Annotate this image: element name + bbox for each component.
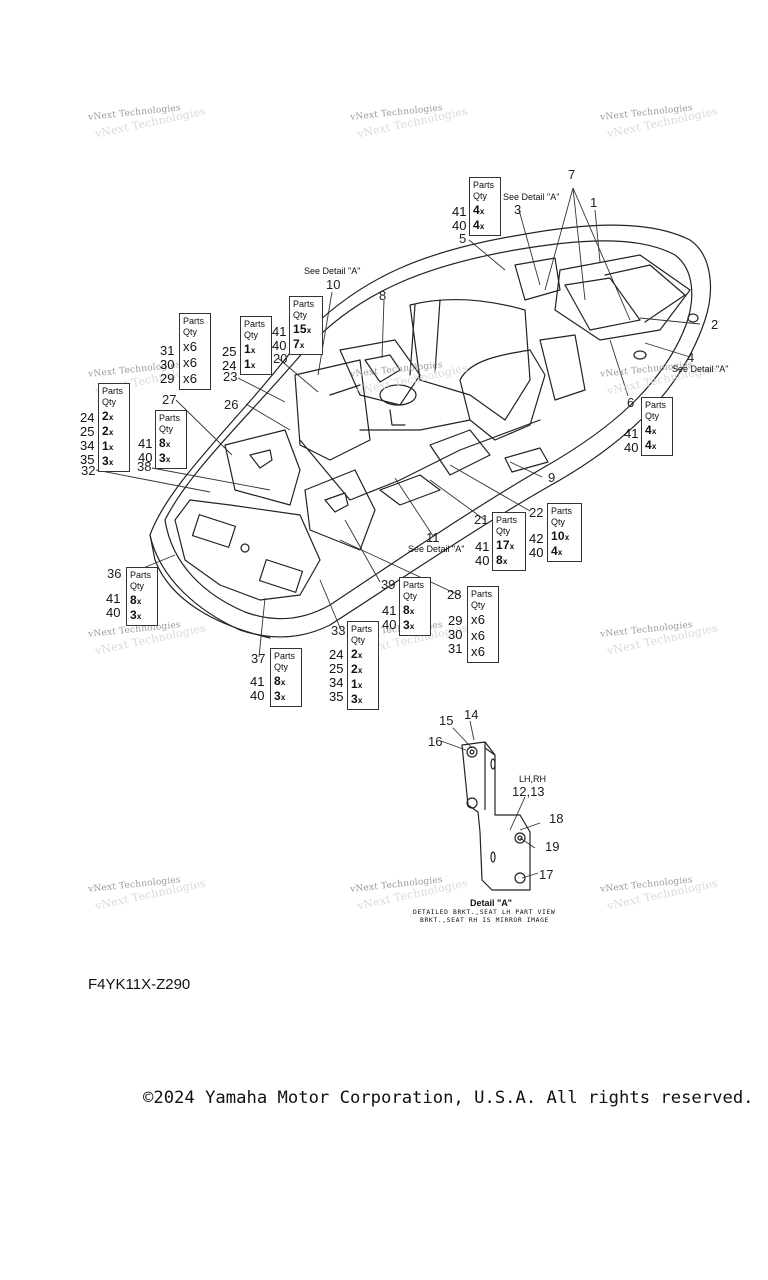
- callout-15: 15: [439, 713, 454, 728]
- rear-seat-left: [224, 429, 301, 506]
- callout-4: 4: [687, 350, 695, 365]
- callout-16: 16: [428, 734, 443, 749]
- bow-lounge: [554, 254, 691, 341]
- see-detail-note: See Detail "A": [408, 544, 465, 554]
- hull-gunwale: [164, 240, 693, 620]
- callout-20: 20: [273, 351, 288, 366]
- callout-33: 33: [331, 623, 346, 638]
- callout-12-13: 12,13: [512, 784, 545, 799]
- callout-10: 10: [326, 277, 341, 292]
- callout-7: 7: [568, 167, 576, 182]
- callout-37: 37: [251, 651, 266, 666]
- transom: [149, 534, 271, 639]
- hull-outline: [149, 224, 711, 638]
- callout-28: 28: [447, 587, 462, 602]
- callout-19: 19: [545, 839, 560, 854]
- callout-14: 14: [464, 707, 479, 722]
- console: [409, 298, 531, 421]
- detail-a-note-line1: DETAILED BRKT.,SEAT LH PART VIEW: [413, 908, 556, 916]
- callout-18: 18: [549, 811, 564, 826]
- callout-9: 9: [548, 470, 556, 485]
- see-detail-note: See Detail "A": [503, 192, 560, 202]
- callout-6: 6: [627, 395, 635, 410]
- see-detail-note: See Detail "A": [304, 266, 361, 276]
- callout-27: 27: [162, 392, 177, 407]
- callout-22: 22: [529, 505, 544, 520]
- callout-32: 32: [81, 463, 96, 478]
- driver-seat: [459, 349, 546, 441]
- detail-a-note-line2: BRKT.,SEAT RH IS MIRROR IMAGE: [420, 916, 549, 924]
- callout-38: 38: [137, 459, 152, 474]
- callout-17: 17: [539, 867, 554, 882]
- callout-8: 8: [379, 288, 387, 303]
- callout-36: 36: [107, 566, 122, 581]
- callout-11: 11: [426, 530, 440, 545]
- figure-code: F4YK11X-Z290: [88, 976, 191, 993]
- callout-5: 5: [459, 231, 467, 246]
- callout-1: 1: [590, 195, 598, 210]
- detail-a-title: Detail "A": [470, 898, 513, 908]
- callout-26: 26: [224, 397, 239, 412]
- see-detail-note: See Detail "A": [672, 364, 729, 374]
- callout-23: 23: [223, 369, 238, 384]
- callout-2: 2: [711, 317, 719, 332]
- lh-rh-label: LH,RH: [519, 774, 547, 784]
- copyright: ©2024 Yamaha Motor Corporation, U.S.A. A…: [143, 1088, 754, 1108]
- callout-21: 21: [474, 512, 489, 527]
- callout-3: 3: [514, 202, 522, 217]
- callout-39: 39: [381, 577, 396, 592]
- detail-a-bracket: [461, 741, 531, 891]
- helm: [339, 339, 421, 406]
- rear-seat-right: [304, 469, 376, 551]
